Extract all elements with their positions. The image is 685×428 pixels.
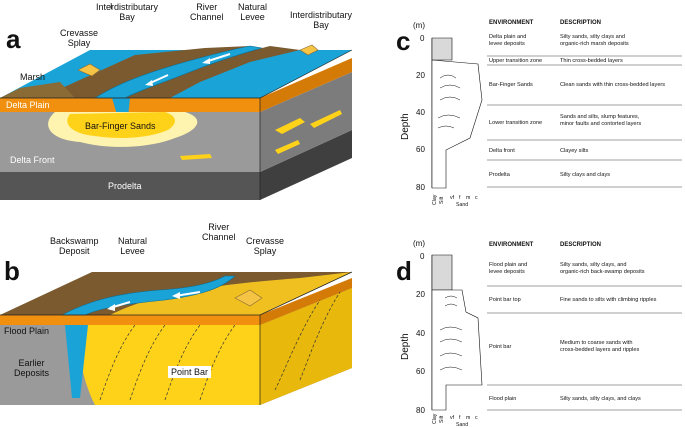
panel-d-header-description: DESCRIPTION — [560, 242, 601, 248]
crevasse-splay-b — [234, 289, 263, 307]
panel-c-header-description: DESCRIPTION — [560, 20, 601, 26]
panel-c-header-environment: ENVIRONMENT — [489, 20, 534, 26]
panel-d-log — [431, 254, 483, 411]
panel-d-tick-40: 40 — [416, 329, 425, 338]
panel-c-grain-c: c — [475, 195, 478, 201]
label-b-earlier-deposits: Earlier Deposits — [14, 358, 50, 378]
panel-d-row2-env: Point bar top — [489, 297, 521, 303]
panel-d-grain-m: m — [466, 415, 470, 421]
log-d-sand — [431, 289, 483, 411]
label-b-natural-levee: Natural Levee — [118, 236, 148, 256]
panel-c-row4-desc: Sands and silts, slump features,minor fa… — [560, 114, 641, 127]
panel-d-grain-f: f — [459, 415, 461, 421]
panel-c-tick-40: 40 — [416, 108, 425, 117]
log-d-clay-silt — [431, 254, 453, 291]
label-a-delta-plain: Delta Plain — [6, 100, 50, 110]
label-interdistributary-bay-left: I — [110, 1, 112, 11]
label-b-backswamp: Backswamp Deposit — [50, 236, 99, 256]
label-a-interdistributary-bay-left: Interdistributary Bay — [96, 2, 159, 22]
label-a-interdistributary-bay-right: Interdistributary Bay — [290, 10, 353, 30]
panel-d-row4-desc: Silty sands, silty clays, and clays — [560, 396, 641, 402]
panel-d-sand-label: Sand — [456, 422, 468, 428]
log-c-sand — [431, 59, 483, 189]
panel-d-grain-c: c — [475, 415, 478, 421]
panel-c-grain-vf: vf — [450, 195, 455, 201]
panel-c-unit: (m) — [413, 21, 425, 30]
panel-c-row4-env: Lower transition zone — [489, 120, 542, 126]
river-channel-b-water — [61, 275, 236, 316]
panel-d-row2-desc: Fine sands to silts with climbing ripple… — [560, 297, 657, 303]
panel-c-row6-desc: Silty clays and clays — [560, 172, 610, 178]
label-b-point-bar: Point Bar — [168, 366, 212, 378]
label-a-crevasse-splay: Crevasse Splay — [60, 28, 99, 48]
panel-d-header-environment: ENVIRONMENT — [489, 242, 534, 248]
panel-c-depth-label: Depth — [400, 113, 411, 140]
panel-d-depth-label: Depth — [400, 333, 411, 360]
panel-c-tick-20: 20 — [416, 71, 425, 80]
panel-c-grain-m: m — [466, 195, 470, 201]
label-b-river-channel: River Channel — [202, 222, 236, 242]
panel-d-letter: d — [396, 256, 412, 286]
label-a-river-channel: River Channel — [190, 2, 224, 22]
panel-d-grain-clay: Clay — [432, 413, 438, 424]
panel-d-grain-silt: Silt — [439, 415, 445, 423]
panel-d-grain-vf: vf — [450, 415, 455, 421]
panel-d-tick-60: 60 — [416, 367, 425, 376]
panel-c-log — [431, 37, 483, 189]
label-b-flood-plain: Flood Plain — [4, 326, 50, 336]
label-a-delta-front: Delta Front — [10, 155, 55, 165]
panel-c-row6-env: Prodelta — [489, 172, 511, 178]
flood-plain-layer — [0, 315, 260, 325]
panel-c-row3-desc: Clean sands with thin cross-bedded layer… — [560, 82, 665, 88]
panel-c-grain-silt: Silt — [439, 196, 445, 204]
panel-d-row4-env: Flood plain — [489, 396, 516, 402]
panel-c-row2-env: Upper transition zone — [489, 58, 542, 64]
label-a-natural-levee: Natural Levee — [238, 2, 268, 22]
panel-d-row3-env: Point bar — [489, 344, 512, 350]
panel-c-grain-clay: Clay — [432, 194, 438, 205]
log-c-clay-silt — [431, 37, 453, 61]
panel-b-letter-wrap: b — [4, 256, 20, 286]
crevasse-splay-a — [77, 63, 101, 77]
label-b-crevasse-splay: Crevasse Splay — [246, 236, 285, 256]
panel-c-grain-f: f — [459, 195, 461, 201]
marsh-area — [0, 82, 75, 98]
panel-c-sand-label: Sand — [456, 202, 468, 208]
point-bar-body — [75, 325, 260, 405]
panel-d-unit: (m) — [413, 239, 425, 248]
prodelta-layer — [0, 172, 260, 200]
panel-c-tick-60: 60 — [416, 145, 425, 154]
panel-c-row2-desc: Thin cross-bedded layers — [560, 58, 623, 64]
delta-plain-layer — [0, 98, 260, 112]
label-a-bar-finger-sands: Bar-Finger Sands — [85, 121, 156, 131]
panel-c-row5-desc: Clayey silts — [560, 148, 588, 154]
panel-c-letter: c — [396, 26, 410, 56]
panel-d-tick-0: 0 — [420, 252, 425, 261]
label-a-prodelta: Prodelta — [108, 181, 142, 191]
panel-c-tick-0: 0 — [420, 34, 425, 43]
panel-b-block — [0, 271, 353, 405]
panel-c-row3-env: Bar-Finger Sands — [489, 82, 533, 88]
river-channel-water — [93, 45, 263, 99]
panel-d-tick-20: 20 — [416, 290, 425, 299]
panel-d-tick-80: 80 — [416, 406, 425, 415]
panel-a-letter: a — [6, 24, 21, 54]
panel-c-row5-env: Delta front — [489, 148, 515, 154]
panel-a-block — [0, 44, 353, 200]
label-a-marsh: Marsh — [20, 72, 46, 82]
panel-c-tick-80: 80 — [416, 183, 425, 192]
